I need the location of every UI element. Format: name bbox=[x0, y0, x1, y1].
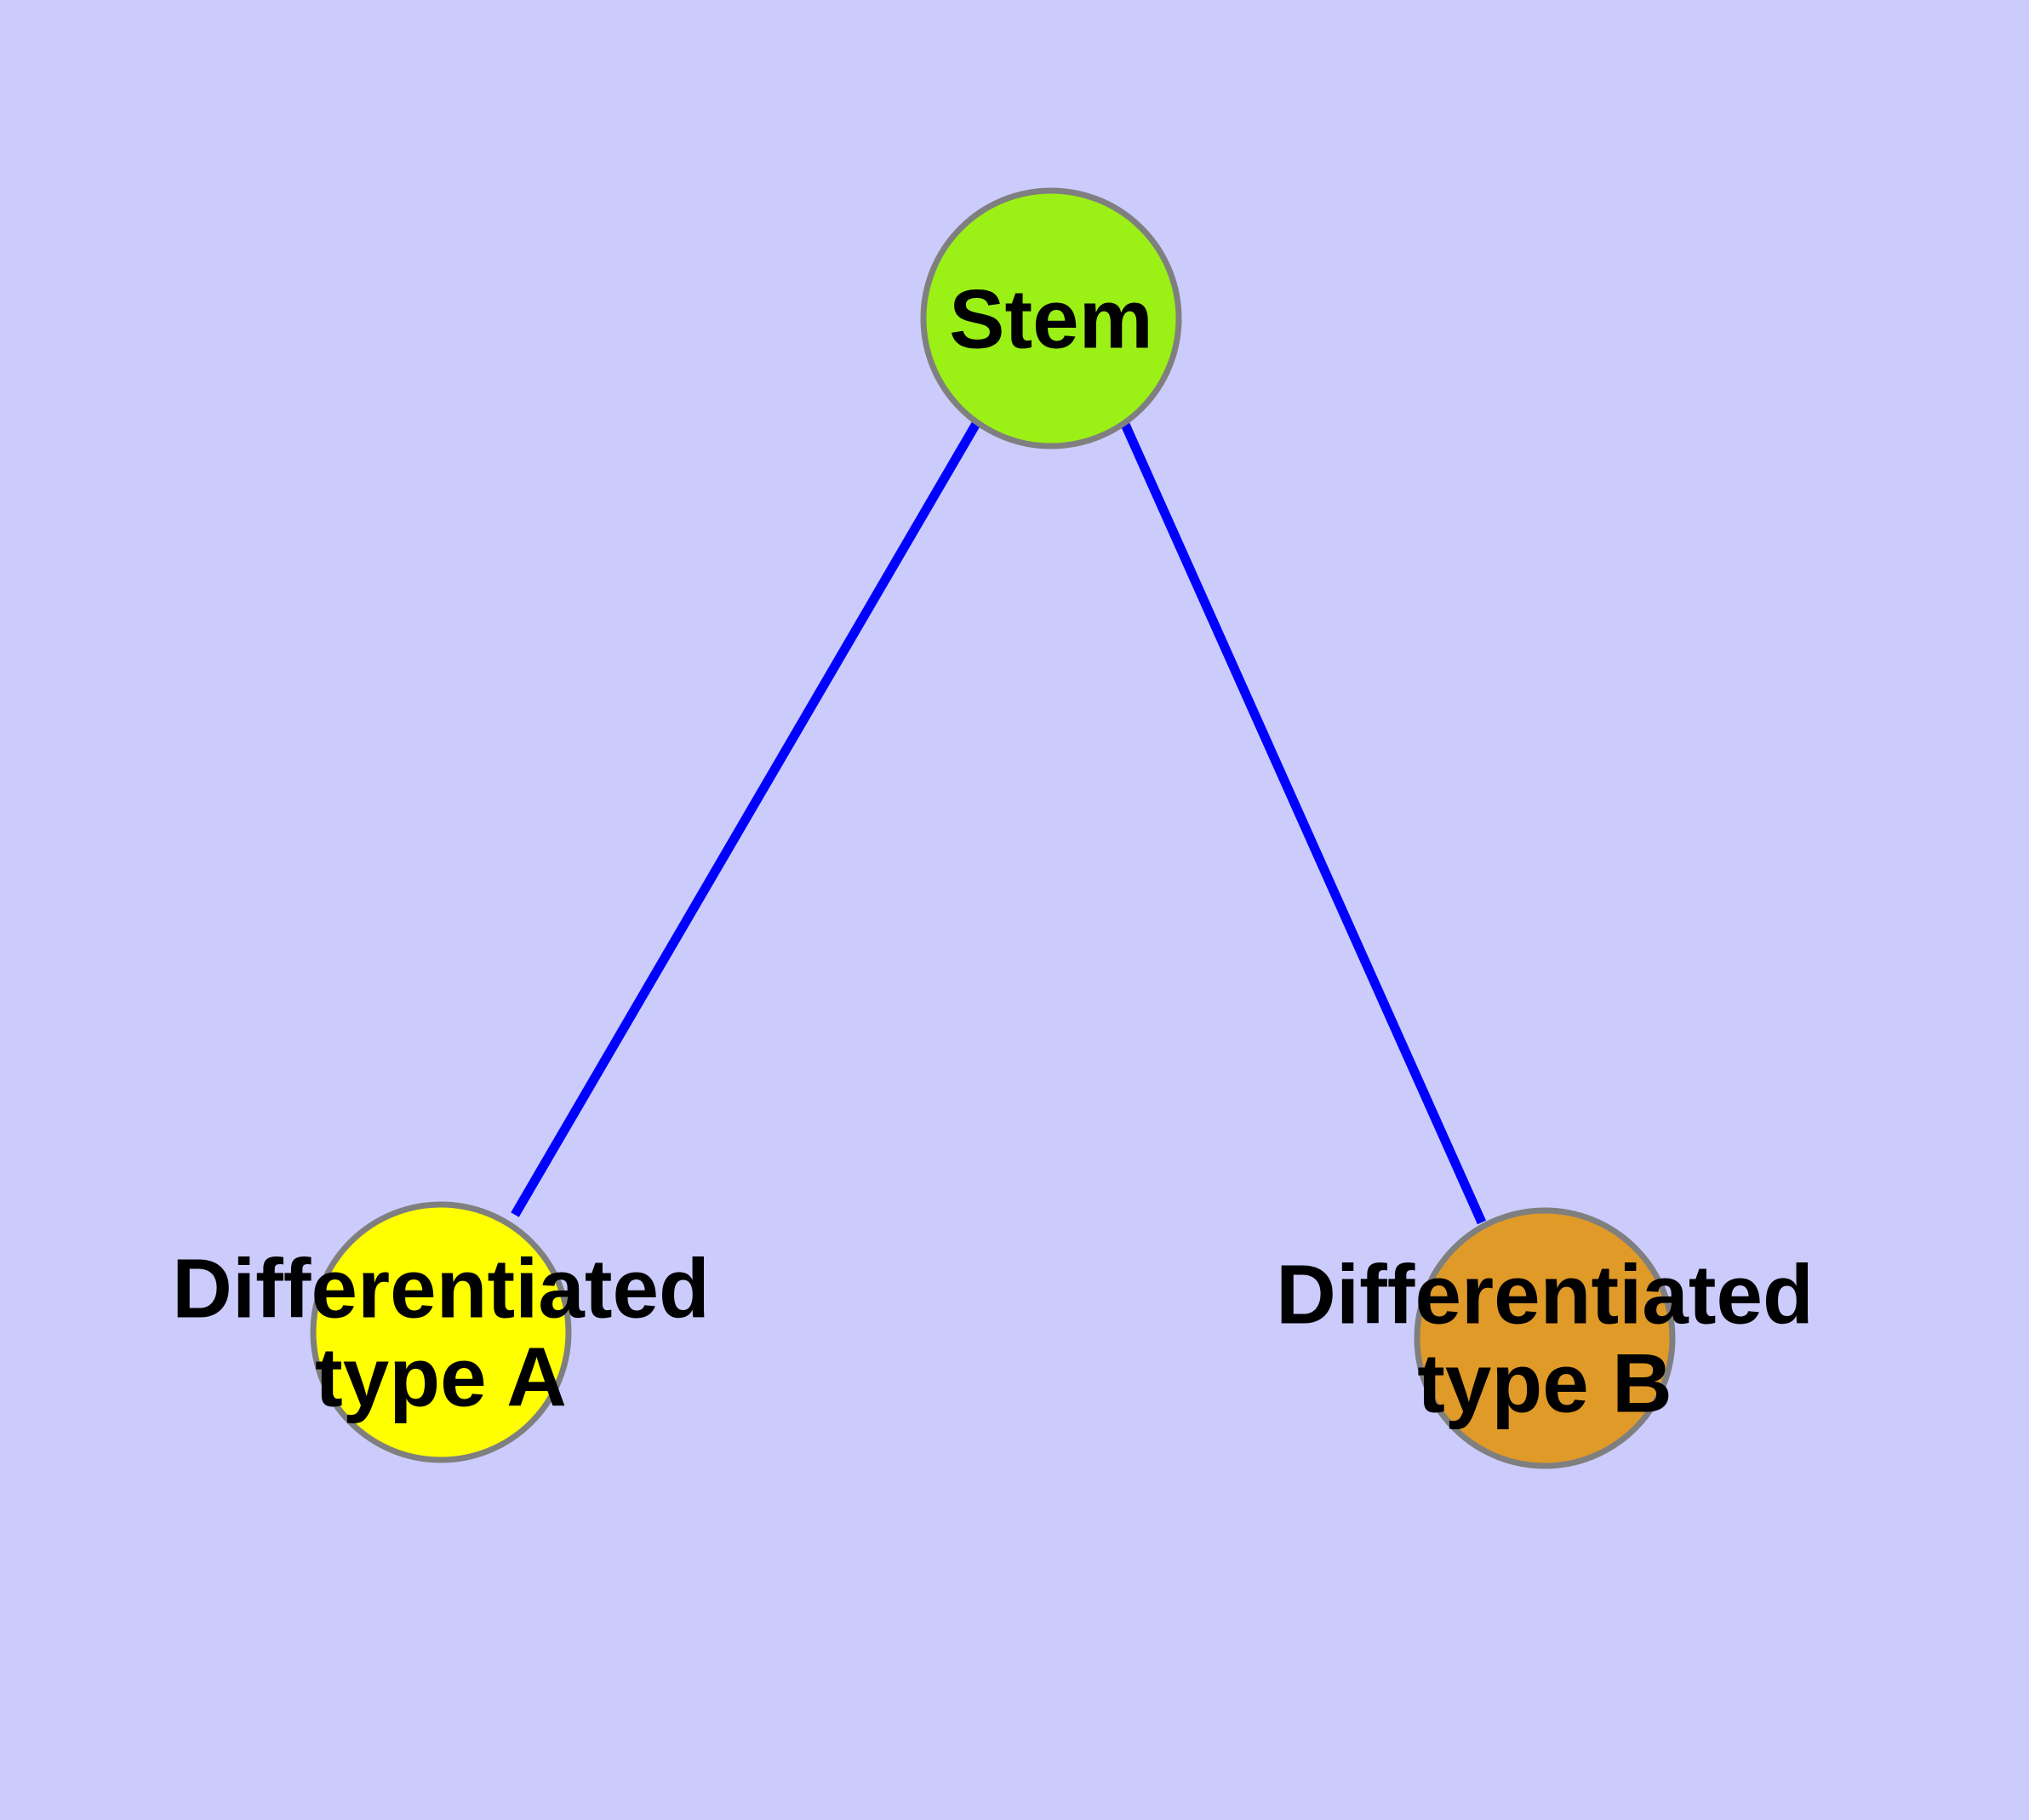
graph-node-label-stem: Stem bbox=[949, 272, 1153, 365]
graph-node-label-line: Differentiated bbox=[1276, 1247, 1814, 1341]
graph-node-diff_b[interactable] bbox=[1414, 1207, 1676, 1469]
graph-edge-stem-to-diff-a bbox=[511, 420, 981, 1217]
graph-node-label-line: type A bbox=[315, 1330, 567, 1423]
graph-node-label-line: Differentiated bbox=[172, 1241, 710, 1335]
graph-edge-stem-to-diff-b bbox=[1118, 418, 1487, 1225]
graph-node-stem[interactable] bbox=[920, 187, 1182, 449]
graph-node-label-line: type B bbox=[1417, 1336, 1672, 1429]
edges-layer bbox=[511, 418, 1487, 1225]
graph-node-diff_a[interactable] bbox=[310, 1201, 572, 1463]
graph-node-label-line: Stem bbox=[949, 272, 1153, 365]
nodes-layer bbox=[310, 187, 1676, 1469]
